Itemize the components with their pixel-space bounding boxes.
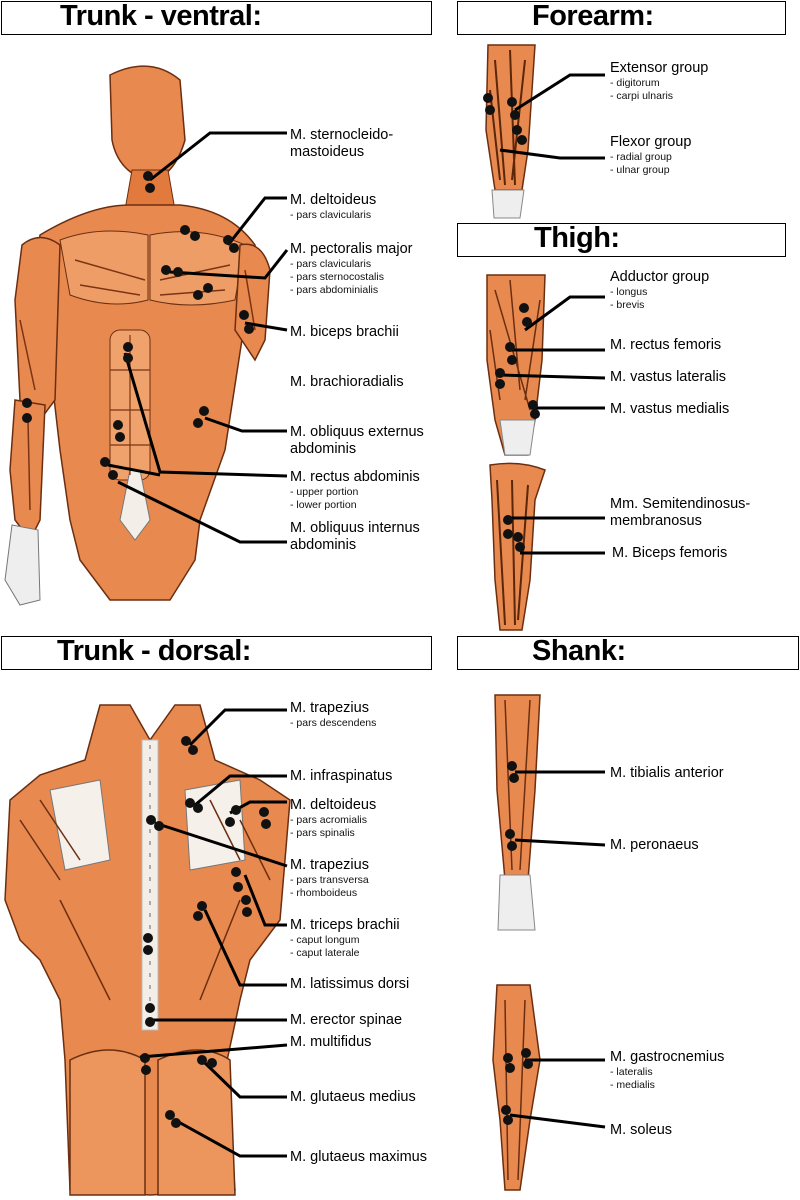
label-title: M. latissimus dorsi (290, 976, 410, 992)
label-title: M. deltoideus (290, 797, 377, 813)
label-title: M. trapezius (290, 857, 369, 873)
label-glutaeus-medius: M. glutaeus medius (290, 1089, 416, 1106)
label-title: M. brachioradialis (290, 374, 404, 390)
shank-front-figure (494, 694, 541, 931)
label-sub: - radial group (610, 151, 672, 163)
label-deltoideus-ventral: M. deltoideus- pars clavicularis (290, 192, 376, 222)
label-brachioradialis: M. brachioradialis (290, 374, 404, 391)
label-title: M. erector spinae (290, 1012, 403, 1028)
label-sub: - pars sternocostalis (290, 271, 384, 283)
label-title: M. rectus abdominis (290, 469, 420, 485)
forearm-figure (485, 44, 536, 219)
label-title: M. vastus medialis (610, 401, 730, 417)
label-title: M. obliquus externus abdominis (290, 424, 424, 457)
label-title: M. glutaeus maximus (290, 1149, 427, 1165)
label-title: M. pectoralis major (290, 241, 413, 257)
label-sub: - lateralis (610, 1066, 653, 1078)
label-title: M. biceps brachii (290, 324, 399, 340)
label-title: M. triceps brachii (290, 917, 400, 933)
label-triceps-brachii: M. triceps brachii- caput longum- caput … (290, 917, 400, 960)
label-sub: - pars clavicularis (290, 209, 372, 221)
leader-lines (107, 73, 606, 1158)
label-sub: - lower portion (290, 499, 357, 511)
shank-back-figure (492, 984, 541, 1191)
label-obliquus-externus: M. obliquus externus abdominis (290, 424, 424, 458)
label-title: M. deltoideus (290, 192, 377, 208)
label-deltoideus-dorsal: M. deltoideus- pars acromialis- pars spi… (290, 797, 376, 840)
label-sub: - upper portion (290, 486, 359, 498)
label-gastrocnemius: M. gastrocnemius- lateralis- medialis (610, 1049, 724, 1092)
label-sub: - longus (610, 286, 648, 298)
label-sub: - pars descendens (290, 717, 377, 729)
label-title: Flexor group (610, 134, 692, 150)
label-title: M. peronaeus (610, 837, 699, 853)
label-title: M. multifidus (290, 1034, 372, 1050)
label-title: M. Biceps femoris (612, 545, 728, 561)
label-title: M. glutaeus medius (290, 1089, 416, 1105)
label-flexor-group: Flexor group- radial group- ulnar group (610, 134, 691, 177)
header-trunk-ventral: Trunk - ventral: (1, 0, 432, 35)
label-glutaeus-maximus: M. glutaeus maximus (290, 1149, 427, 1166)
label-title: Adductor group (610, 269, 710, 285)
header-shank: Shank: (457, 635, 799, 670)
label-sub: - pars clavicularis (290, 258, 372, 270)
label-sub: - ulnar group (610, 164, 670, 176)
label-biceps-brachii: M. biceps brachii (290, 324, 399, 341)
electrode-dots (22, 93, 540, 1128)
label-semitendinosus: Mm. Semitendinosus- membranosus (610, 496, 750, 530)
label-title: M. sternocleido- mastoideus (290, 127, 394, 160)
header-trunk-dorsal: Trunk - dorsal: (1, 635, 432, 670)
label-vastus-lateralis: M. vastus lateralis (610, 369, 726, 386)
label-sub: - brevis (610, 299, 645, 311)
label-erector-spinae: M. erector spinae (290, 1012, 402, 1029)
label-rectus-femoris: M. rectus femoris (610, 337, 721, 354)
label-title: M. trapezius (290, 700, 369, 716)
label-sub: - pars acromialis (290, 814, 368, 826)
label-biceps-femoris: M. Biceps femoris (612, 545, 727, 562)
label-rectus-abdominis: M. rectus abdominis- upper portion- lowe… (290, 469, 420, 512)
label-infraspinatus: M. infraspinatus (290, 768, 392, 785)
label-latissimus-dorsi: M. latissimus dorsi (290, 976, 409, 993)
label-title: M. infraspinatus (290, 768, 393, 784)
label-title: M. rectus femoris (610, 337, 722, 353)
label-title: Mm. Semitendinosus- membranosus (610, 496, 751, 529)
label-sub: - pars abdominialis (290, 284, 379, 296)
label-sternocleidomastoideus: M. sternocleido- mastoideus (290, 127, 393, 161)
label-adductor-group: Adductor group- longus- brevis (610, 269, 709, 312)
label-vastus-medialis: M. vastus medialis (610, 401, 729, 418)
label-obliquus-internus: M. obliquus internus abdominis (290, 520, 420, 554)
label-sub: - caput laterale (290, 947, 360, 959)
label-pectoralis-major: M. pectoralis major- pars clavicularis- … (290, 241, 412, 297)
label-trapezius-transversa: M. trapezius- pars transversa- rhomboide… (290, 857, 369, 900)
thigh-front-figure (486, 274, 546, 456)
label-title: M. gastrocnemius (610, 1049, 725, 1065)
label-extensor-group: Extensor group- digitorum- carpi ulnaris (610, 60, 708, 103)
label-sub: - medialis (610, 1079, 655, 1091)
label-sub: - rhomboideus (290, 887, 358, 899)
label-soleus: M. soleus (610, 1122, 672, 1139)
ventral-figure (4, 65, 271, 606)
label-sub: - pars transversa (290, 874, 369, 886)
label-trapezius-descendens: M. trapezius- pars descendens (290, 700, 376, 730)
header-forearm: Forearm: (457, 0, 786, 35)
label-sub: - carpi ulnaris (610, 90, 674, 102)
label-title: Extensor group (610, 60, 709, 76)
label-title: M. vastus lateralis (610, 369, 727, 385)
label-title: M. obliquus internus abdominis (290, 520, 420, 553)
header-thigh: Thigh: (457, 222, 786, 257)
label-sub: - caput longum (290, 934, 360, 946)
label-title: M. soleus (610, 1122, 673, 1138)
label-multifidus: M. multifidus (290, 1034, 371, 1051)
label-title: M. tibialis anterior (610, 765, 724, 781)
label-sub: - digitorum (610, 77, 660, 89)
label-peronaeus: M. peronaeus (610, 837, 699, 854)
label-tibialis-anterior: M. tibialis anterior (610, 765, 724, 782)
label-sub: - pars spinalis (290, 827, 355, 839)
